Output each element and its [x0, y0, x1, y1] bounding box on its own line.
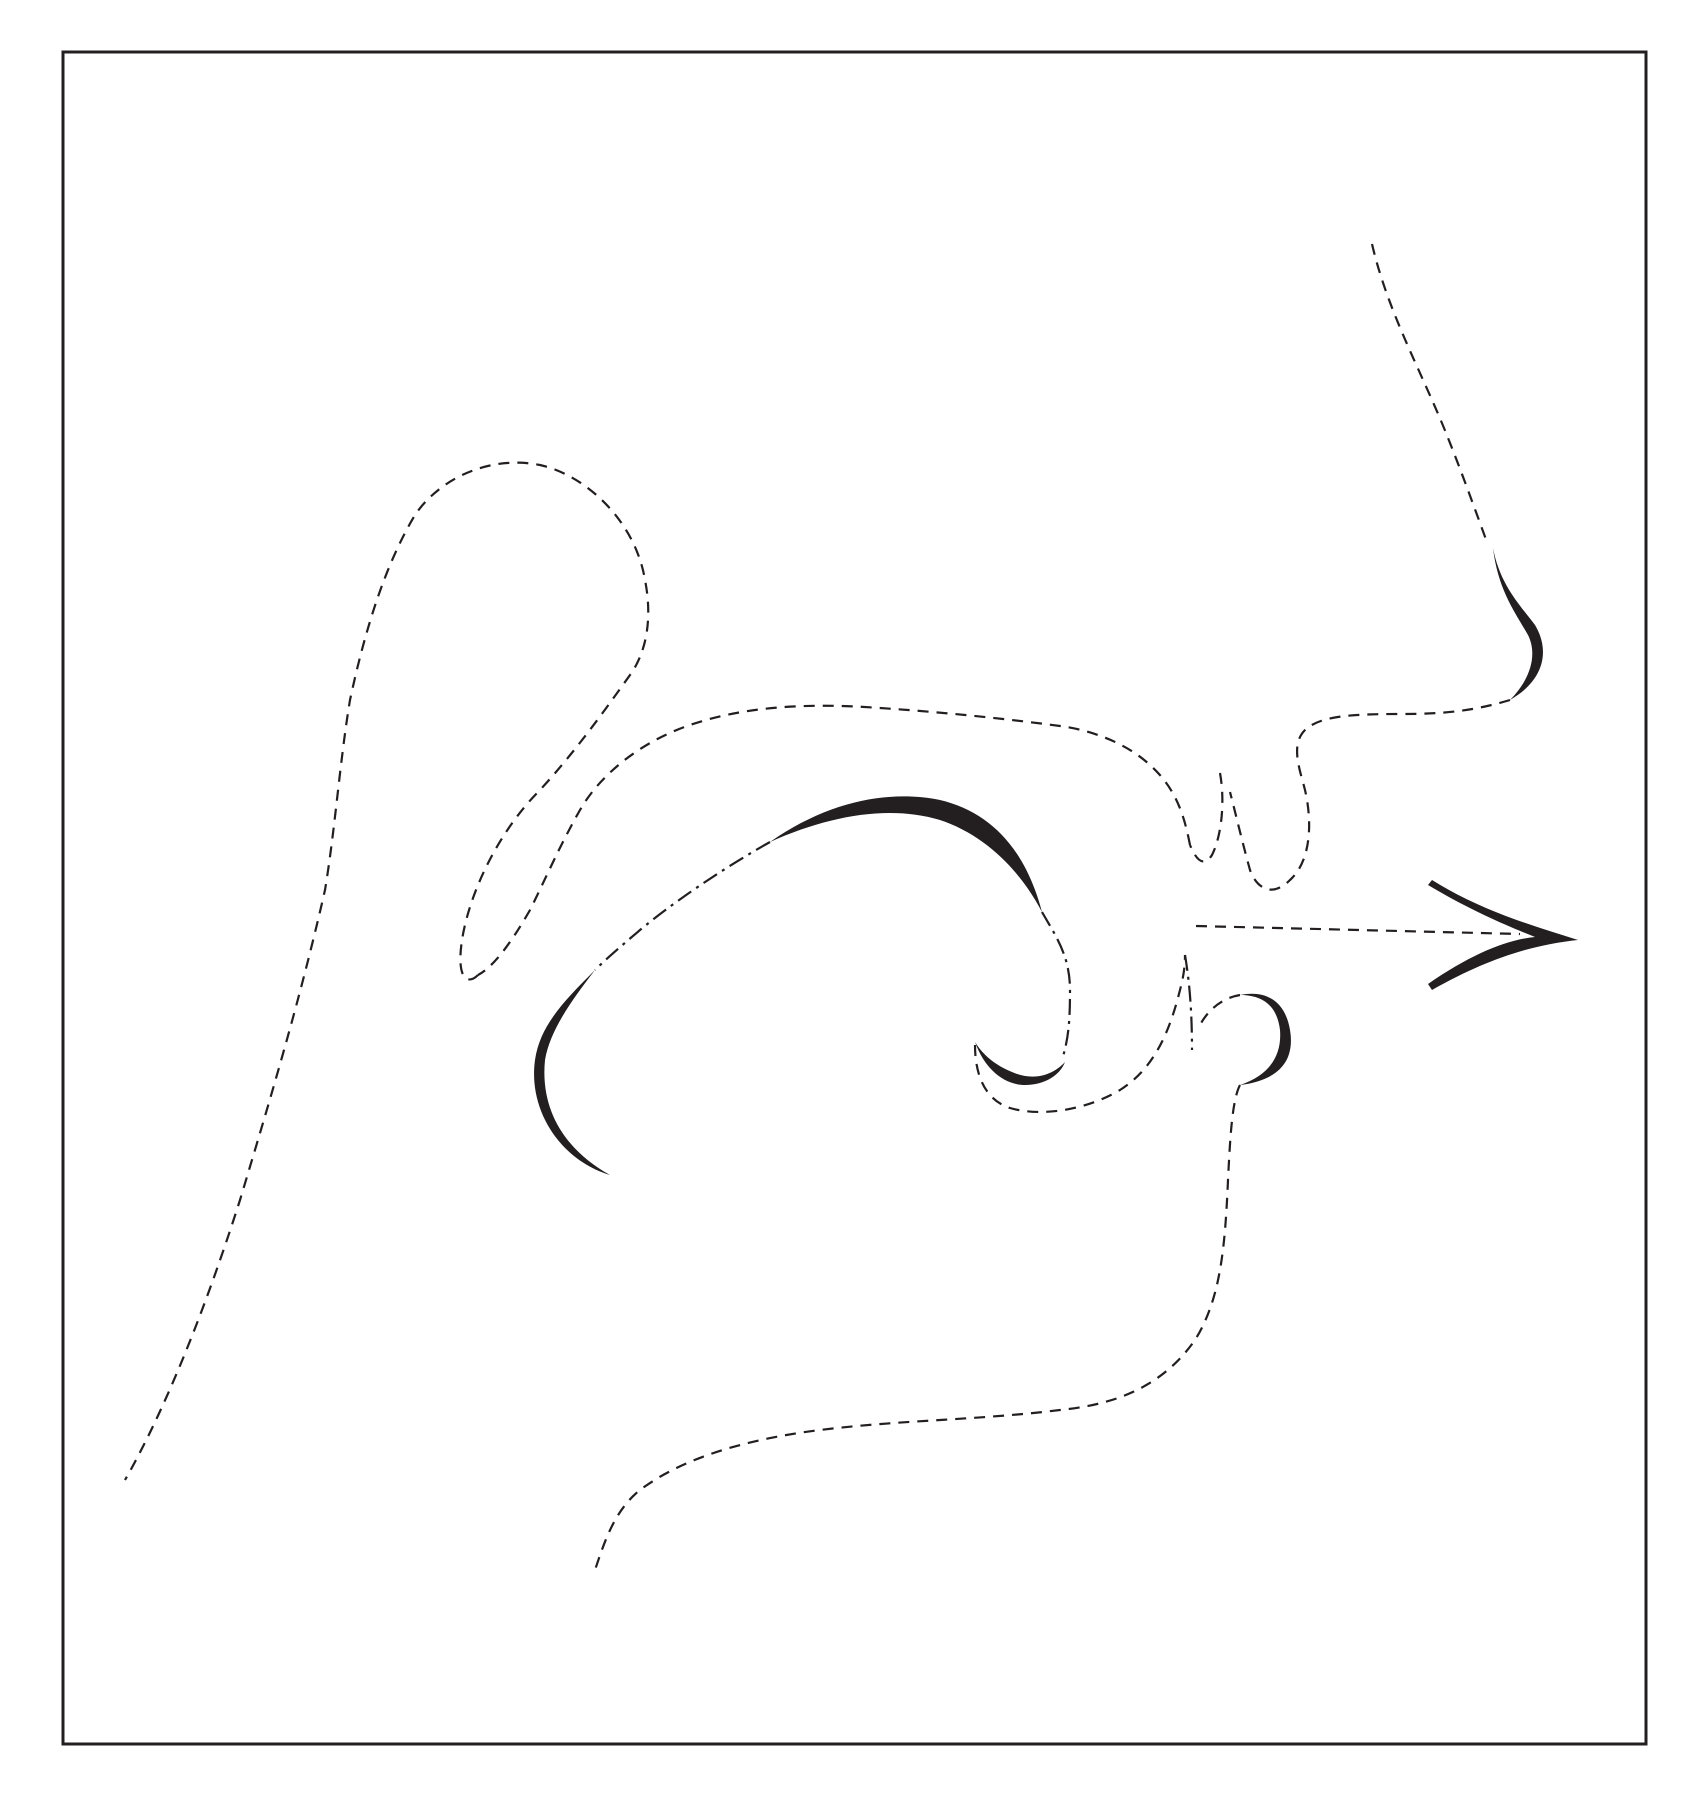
- chin-outline: [593, 1084, 1241, 1571]
- tongue-back-outline: [594, 841, 771, 971]
- tongue-underside-solid: [975, 1042, 1065, 1085]
- hard-palate-outline: [477, 704, 1192, 976]
- airflow-arrow-head: [1428, 880, 1578, 990]
- lower-lip-inner-outline: [1199, 993, 1241, 1026]
- velum-outline: [124, 461, 650, 1481]
- nose-tip-outline: [1493, 548, 1543, 700]
- nose-bridge-outline: [1370, 243, 1490, 546]
- tongue-dorsum-solid: [770, 796, 1042, 912]
- lower-lip-solid: [1240, 993, 1291, 1085]
- upper-teeth-outline: [1188, 772, 1224, 863]
- airflow-arrow-shaft: [1195, 924, 1521, 936]
- tongue-root-solid: [534, 970, 610, 1175]
- mouth-floor-outline: [973, 954, 1187, 1114]
- tongue-tip-outline: [1041, 911, 1072, 1061]
- upper-lip-outline: [1228, 698, 1511, 891]
- lower-teeth-outline: [1183, 954, 1194, 1051]
- diagram-frame: [61, 50, 1648, 1746]
